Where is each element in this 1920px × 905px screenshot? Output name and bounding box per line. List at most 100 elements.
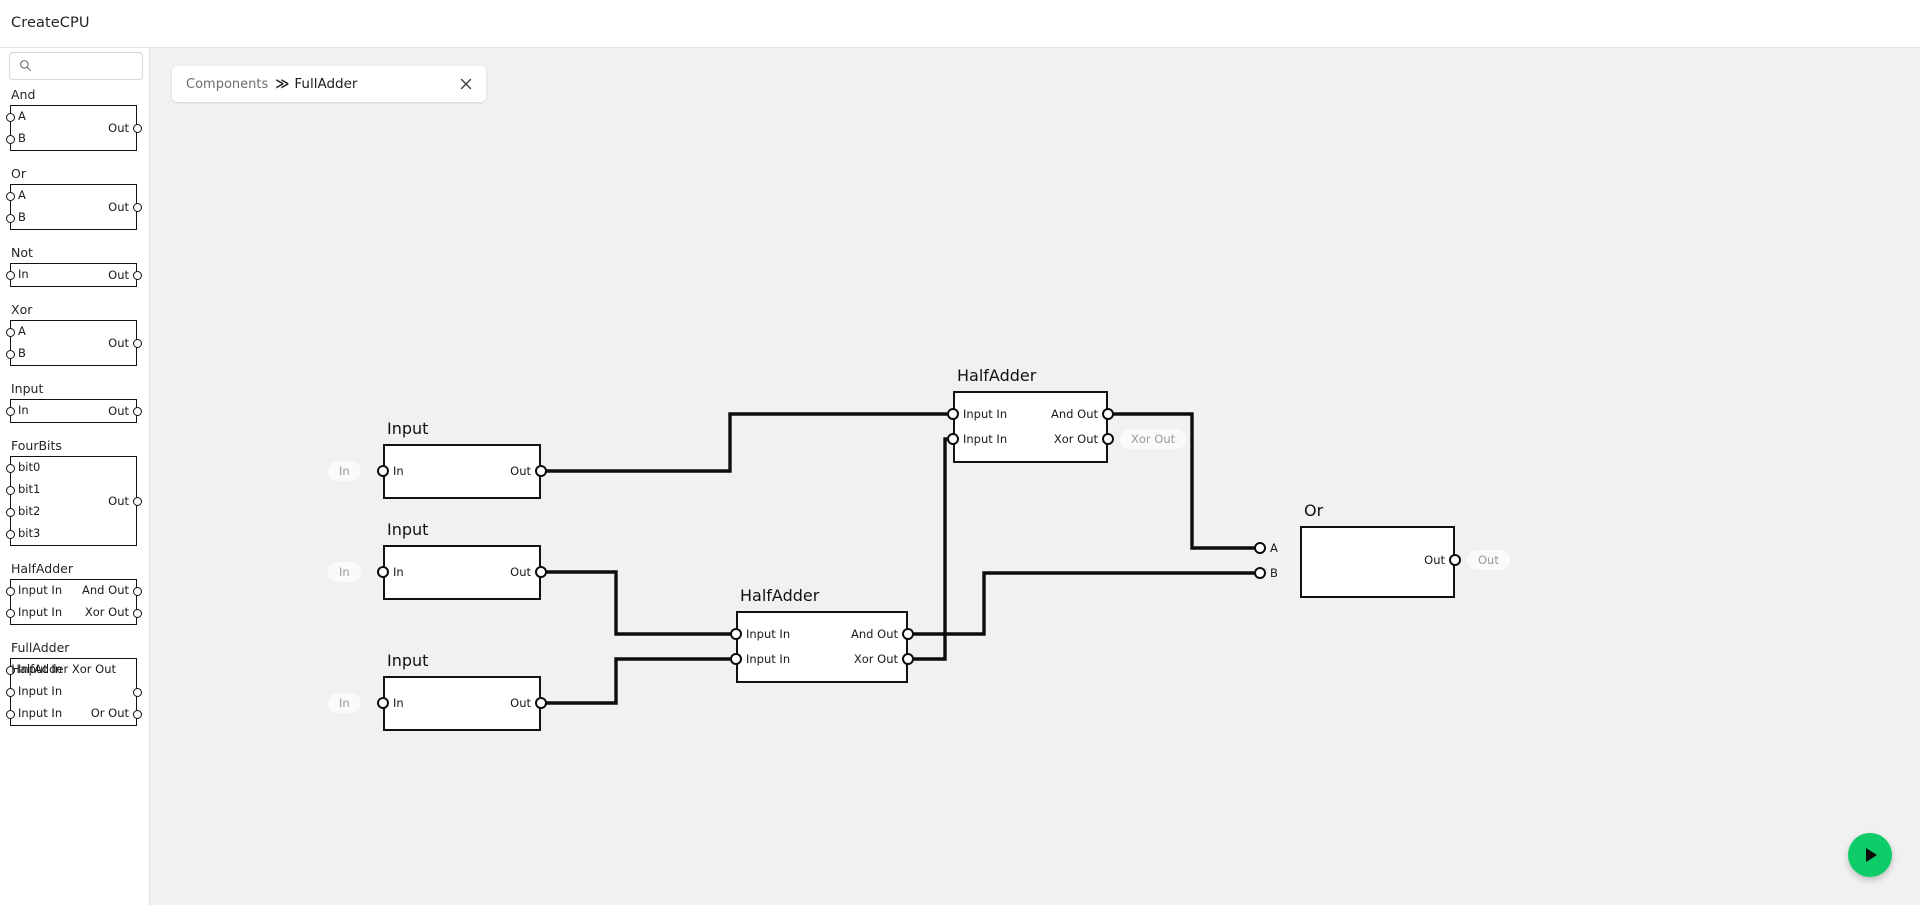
palette-port-row[interactable]: In — [5, 400, 136, 422]
node-body[interactable] — [383, 545, 541, 600]
input-pin-icon[interactable] — [5, 406, 15, 416]
node-or-gate[interactable]: Or A B Out Out — [1254, 501, 1510, 598]
node-body[interactable] — [953, 391, 1108, 463]
input-pin-icon[interactable] — [5, 270, 15, 280]
palette-item-fourbits[interactable]: FourBits bit0 bit1 bit2 — [0, 437, 149, 546]
palette-item-xor[interactable]: Xor A B Out — [0, 301, 149, 366]
node-halfadder-top[interactable]: HalfAdder Input In Input In And Out Xor … — [947, 366, 1187, 463]
output-pin-icon[interactable] — [132, 709, 142, 719]
palette-port-row[interactable]: Input In Xor Out — [5, 602, 142, 624]
palette-port-row[interactable]: bit3 — [5, 523, 136, 545]
input-pin-icon[interactable] — [5, 191, 15, 201]
palette-port-row[interactable]: bit0 — [5, 457, 136, 479]
input-port[interactable] — [947, 433, 959, 445]
palette-port-row[interactable]: bit1 — [5, 479, 136, 501]
node-halfadder-bottom[interactable]: HalfAdder Input In Input In And Out Xor … — [730, 586, 914, 683]
input-pin-icon[interactable] — [5, 485, 15, 495]
input-pin-icon[interactable] — [5, 349, 15, 359]
input-port[interactable] — [377, 566, 389, 578]
palette-port-row[interactable]: In — [5, 264, 136, 286]
input-pin-icon[interactable] — [5, 134, 15, 144]
palette-item-and[interactable]: And A B Out — [0, 86, 149, 151]
palette-port-row[interactable]: B — [5, 207, 136, 229]
output-port[interactable] — [535, 697, 547, 709]
input-pin-icon[interactable] — [5, 213, 15, 223]
input-port[interactable] — [947, 408, 959, 420]
palette-port-row[interactable]: A — [5, 106, 136, 128]
palette-port-row[interactable]: Input In Or Out — [5, 703, 142, 725]
palette-item-input[interactable]: Input In Out — [0, 380, 149, 423]
external-input-pill[interactable]: In — [328, 693, 361, 713]
close-icon[interactable] — [458, 76, 474, 92]
input-pin-icon[interactable] — [5, 327, 15, 337]
output-port[interactable] — [1102, 408, 1114, 420]
circuit-canvas[interactable]: Components ≫ FullAdder — [150, 48, 1920, 905]
palette-port-row[interactable]: Input In HalfAdder Xor Out — [5, 659, 136, 681]
input-port[interactable] — [730, 653, 742, 665]
output-port[interactable] — [902, 653, 914, 665]
palette-port-row[interactable]: A — [5, 185, 136, 207]
input-port[interactable] — [377, 697, 389, 709]
external-input-pill[interactable]: In — [328, 461, 361, 481]
palette-item-label: Input — [11, 381, 44, 396]
input-pin-icon[interactable] — [5, 586, 15, 596]
output-pin-icon[interactable] — [132, 123, 142, 133]
palette-item-label: HalfAdder — [11, 561, 73, 576]
output-pin-icon[interactable] — [132, 202, 142, 212]
palette-port-row[interactable]: A — [5, 321, 136, 343]
input-pin-icon[interactable] — [5, 507, 15, 517]
palette-port-row[interactable]: bit2 — [5, 501, 136, 523]
output-pin-icon[interactable] — [132, 338, 142, 348]
output-pin-icon[interactable] — [132, 270, 142, 280]
output-port[interactable] — [535, 465, 547, 477]
output-pin-icon[interactable] — [132, 586, 142, 596]
node-body[interactable] — [1300, 526, 1455, 598]
output-port[interactable] — [535, 566, 547, 578]
input-pin-icon[interactable] — [5, 463, 15, 473]
output-pin-icon[interactable] — [132, 687, 142, 697]
palette-port-row[interactable]: Input In And Out — [5, 580, 142, 602]
palette-item-halfadder[interactable]: HalfAdder Input In And Out Input In Xor … — [0, 560, 149, 625]
palette-item-or[interactable]: Or A B Out — [0, 165, 149, 230]
external-input-pill[interactable]: In — [328, 562, 361, 582]
external-output-pill[interactable]: Out — [1467, 550, 1510, 570]
port-label: Input In — [18, 605, 63, 619]
input-pin-icon[interactable] — [5, 665, 15, 675]
node-body[interactable] — [736, 611, 908, 683]
node-input-2[interactable]: Input In Out In — [328, 520, 547, 600]
node-input-1[interactable]: Input In Out In — [328, 419, 547, 499]
input-pin-icon[interactable] — [5, 687, 15, 697]
external-output-pill[interactable]: Xor Out — [1120, 429, 1187, 449]
node-input-3[interactable]: Input In Out In — [328, 651, 547, 731]
port-label: Out — [510, 696, 531, 710]
palette-port-row[interactable]: B — [5, 128, 136, 150]
palette-item-fulladder[interactable]: FullAdder Input In HalfAdder Xor Out Inp… — [0, 639, 149, 726]
search-input[interactable] — [40, 53, 140, 79]
palette-port-row[interactable]: B — [5, 343, 136, 365]
port-label: B — [18, 131, 26, 145]
output-pin-icon[interactable] — [132, 608, 142, 618]
input-port[interactable] — [1254, 542, 1266, 554]
palette-port-row[interactable]: Input In — [5, 681, 142, 703]
input-port[interactable] — [730, 628, 742, 640]
output-port[interactable] — [1449, 554, 1461, 566]
port-label: Xor Out — [84, 605, 129, 619]
input-pin-icon[interactable] — [5, 608, 15, 618]
tab-fulladder[interactable]: Components ≫ FullAdder — [172, 66, 486, 102]
port-label: Out — [108, 121, 129, 135]
run-simulation-button[interactable] — [1848, 833, 1892, 877]
output-pin-icon[interactable] — [132, 406, 142, 416]
breadcrumb-root[interactable]: Components — [186, 76, 269, 92]
input-port[interactable] — [377, 465, 389, 477]
input-pin-icon[interactable] — [5, 112, 15, 122]
input-pin-icon[interactable] — [5, 529, 15, 539]
node-body[interactable] — [383, 676, 541, 731]
palette-item-not[interactable]: Not In Out — [0, 244, 149, 287]
input-pin-icon[interactable] — [5, 709, 15, 719]
output-pin-icon[interactable] — [132, 496, 142, 506]
port-label: B — [18, 346, 26, 360]
search-box[interactable] — [9, 52, 143, 80]
input-port[interactable] — [1254, 567, 1266, 579]
output-port[interactable] — [902, 628, 914, 640]
output-port[interactable] — [1102, 433, 1114, 445]
